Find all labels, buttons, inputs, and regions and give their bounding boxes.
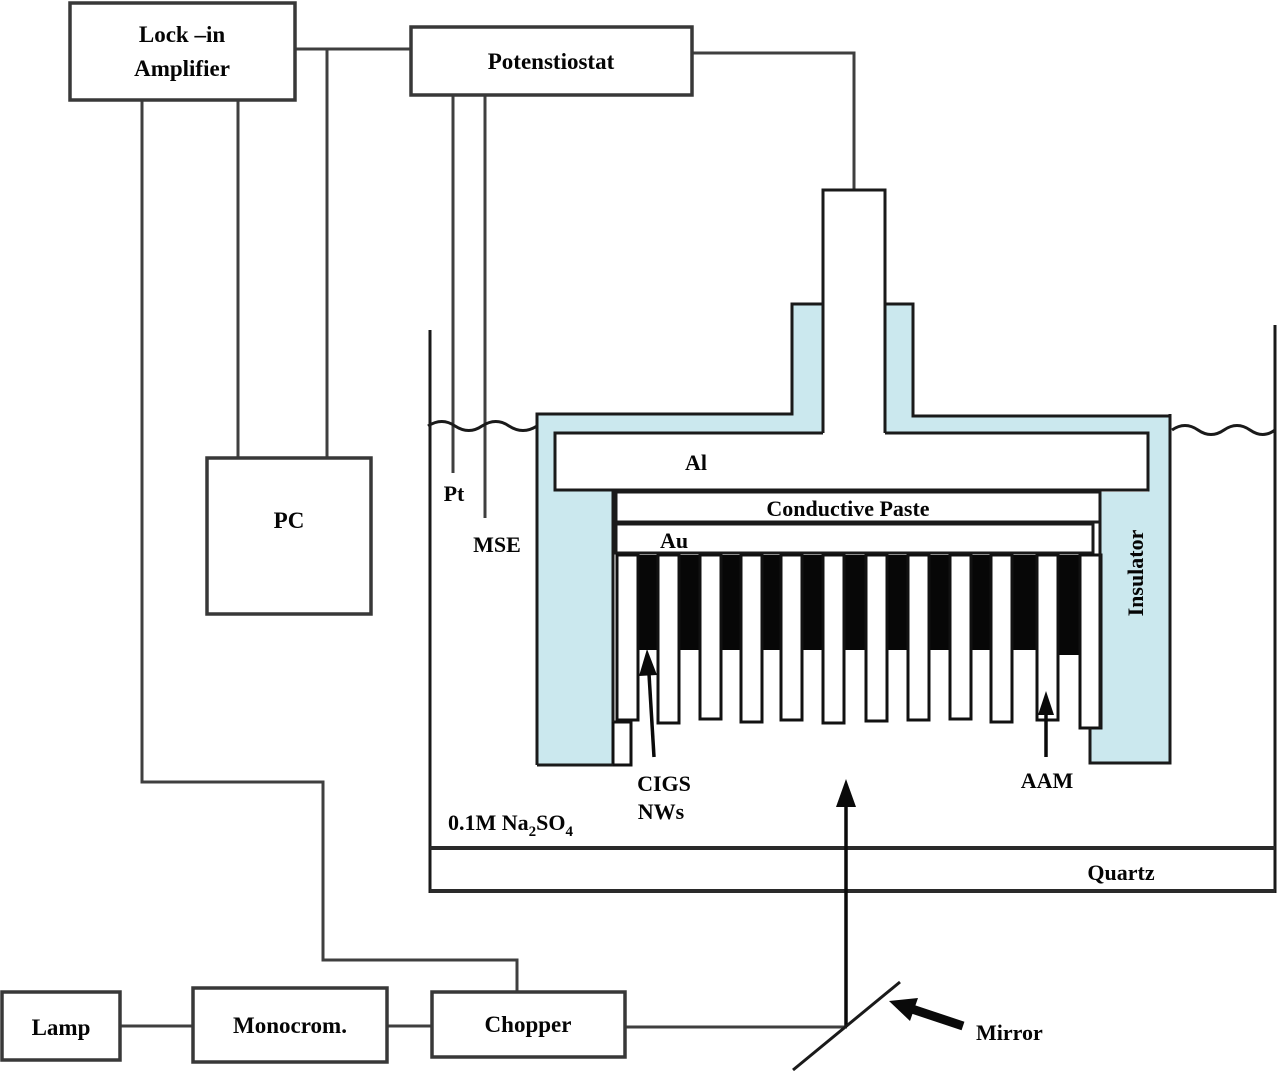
sample-stack [553, 431, 1150, 767]
wiring [120, 47, 856, 1029]
monochromator-label: Monocrom. [233, 1013, 347, 1038]
holder-right-wall-outline [1088, 414, 1172, 765]
lock-in-amplifier-label-line1: Lock –in [139, 22, 225, 47]
al-layer-outline [553, 431, 1150, 492]
al-layer-fill [555, 433, 1148, 490]
insulator-right-wall [1090, 435, 1170, 763]
holder-notch-left [611, 720, 633, 767]
light-path [792, 779, 965, 1072]
instrument-boxes: Lock –in Amplifier Potenstiostat PC Lamp… [0, 1, 694, 1064]
lock-in-amplifier-label-line2: Amplifier [134, 56, 230, 81]
aam-tooth [656, 553, 681, 725]
aam-tooth [1078, 553, 1103, 730]
conductive-paste-label: Conductive Paste [766, 496, 929, 521]
potentiostat-box [409, 25, 694, 97]
lamp-label: Lamp [32, 1015, 91, 1040]
aam-teeth [615, 553, 1103, 730]
au-layer-label: Au [660, 528, 688, 553]
cigs-arrow-line [647, 673, 656, 758]
electrolyte-prefix: 0.1M Na [448, 810, 529, 835]
pc-label: PC [274, 508, 305, 533]
aam-arrowhead-icon [1038, 691, 1054, 715]
insulator-label: Insulator [1123, 529, 1148, 616]
electrolyte-mid: SO [536, 810, 565, 835]
water-line-left [427, 420, 538, 432]
quartz-label: Quartz [1087, 860, 1154, 885]
aam-tooth [906, 553, 931, 722]
aam-tooth [989, 553, 1014, 724]
cigs-arrowhead-icon [639, 649, 657, 676]
aam-tooth [739, 553, 764, 724]
water-line-right [1171, 424, 1276, 436]
mirror-label: Mirror [976, 1020, 1043, 1045]
aam-tooth [779, 553, 804, 722]
chopper-label: Chopper [485, 1012, 572, 1037]
cigs-label-line2: NWs [638, 799, 685, 824]
al-layer-label: Al [685, 450, 707, 475]
holder-left-outline [535, 302, 823, 765]
pc-box [205, 456, 373, 616]
au-layer-rect [614, 522, 1095, 555]
wire-potentiostat-to-sample [692, 51, 856, 190]
pt-electrode-label: Pt [444, 481, 465, 506]
insulator-collar-right [885, 304, 913, 435]
mirror-pointer-arrowhead-icon [889, 998, 918, 1021]
aam-tooth [615, 553, 640, 722]
lamp-box [0, 990, 122, 1062]
light-beam-arrowhead-icon [836, 779, 856, 807]
electrolyte-tank [427, 325, 1277, 893]
insulator-top-band-right [913, 416, 1170, 435]
mirror-pointer-shaft [910, 1004, 965, 1031]
cell-labels: Pt MSE Al Conductive Paste Au Insulator … [444, 450, 1155, 1045]
cigs-nw-black-region-step [1058, 555, 1080, 655]
aam-tooth [864, 553, 889, 723]
insulator-holder-outlines [535, 188, 1172, 767]
lock-in-amplifier-box [68, 1, 297, 102]
chopper-box [430, 990, 627, 1059]
potentiostat-label: Potenstiostat [488, 49, 615, 74]
conductive-paste-layer-rect [614, 490, 1102, 524]
aam-tooth [821, 553, 846, 725]
aam-tooth [698, 553, 723, 721]
aam-label: AAM [1021, 768, 1074, 793]
insulator-collar-left [792, 304, 823, 435]
monochromator-box [191, 986, 389, 1064]
holder-right-outline [885, 302, 1170, 418]
wire-lockin-to-chopper [140, 100, 519, 992]
mse-electrode-label: MSE [473, 532, 521, 557]
aam-tooth [948, 553, 973, 721]
electrolyte-subscript-2: 2 [529, 824, 537, 840]
sample-stem-outline [821, 188, 887, 433]
electrolyte-label: 0.1M Na2SO4 [448, 810, 574, 840]
electrolyte-subscript-4: 4 [566, 824, 574, 840]
callout-arrows [639, 649, 1054, 758]
aam-tooth [1035, 553, 1060, 722]
mirror-line [792, 980, 901, 1072]
cigs-label-line1: CIGS [637, 771, 691, 796]
